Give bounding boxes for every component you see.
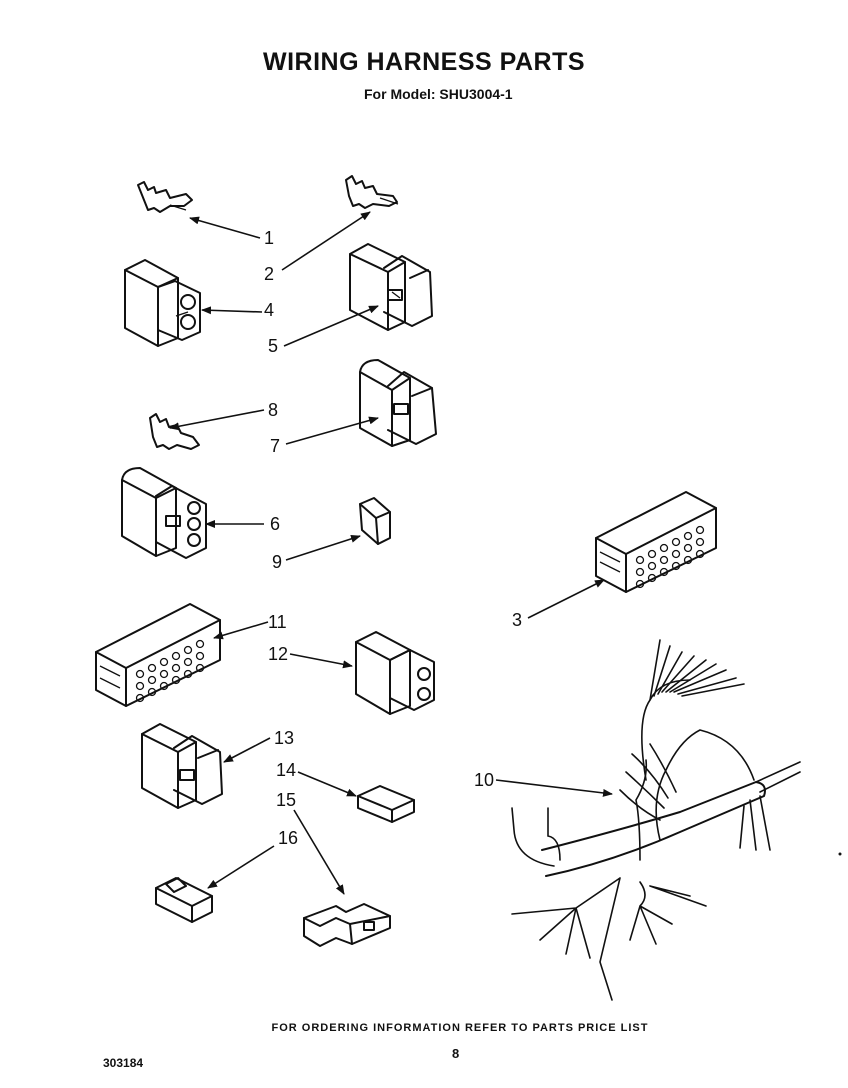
model-subtitle: For Model: SHU3004-1 bbox=[364, 86, 513, 102]
leader-12 bbox=[289, 653, 353, 669]
ordering-info-note: FOR ORDERING INFORMATION REFER TO PARTS … bbox=[271, 1022, 649, 1034]
leader-3 bbox=[527, 579, 605, 619]
leader-8 bbox=[169, 409, 265, 431]
leader-16 bbox=[207, 845, 275, 889]
callout-6: 6 bbox=[270, 514, 281, 534]
leader-10 bbox=[495, 779, 613, 797]
page-title: WIRING HARNESS PARTS bbox=[262, 48, 586, 76]
leader-5 bbox=[283, 305, 379, 347]
callout-4: 4 bbox=[264, 300, 275, 320]
leader-2 bbox=[281, 211, 371, 271]
part-16-clip bbox=[155, 877, 213, 923]
part-2-terminal bbox=[345, 175, 399, 209]
leader-11 bbox=[213, 621, 269, 640]
callout-11: 11 bbox=[268, 612, 287, 632]
callout-8: 8 bbox=[268, 400, 279, 420]
part-6-connector-housing bbox=[121, 467, 207, 559]
part-8-terminal bbox=[149, 413, 200, 450]
part-14-clip bbox=[357, 785, 415, 823]
callout-15: 15 bbox=[276, 790, 297, 810]
leader-1 bbox=[189, 216, 261, 239]
callout-7: 7 bbox=[270, 436, 281, 456]
leader-4 bbox=[201, 306, 263, 315]
callout-13: 13 bbox=[274, 728, 295, 748]
part-15-bracket bbox=[303, 903, 391, 947]
callout-1: 1 bbox=[264, 228, 275, 248]
callout-16: 16 bbox=[278, 828, 299, 848]
part-11-multipin-block bbox=[95, 603, 221, 707]
callout-5: 5 bbox=[268, 336, 279, 356]
callout-2: 2 bbox=[264, 264, 275, 284]
page-number: 8 bbox=[452, 1046, 460, 1061]
callout-10: 10 bbox=[474, 770, 495, 790]
leader-14 bbox=[297, 771, 357, 797]
callout-9: 9 bbox=[272, 552, 283, 572]
document-number: 303184 bbox=[103, 1056, 144, 1070]
leader-9 bbox=[285, 534, 361, 561]
part-10-wiring-harness bbox=[511, 639, 842, 1001]
callout-3: 3 bbox=[512, 610, 523, 630]
part-4-connector-housing bbox=[124, 259, 201, 347]
part-1-terminal bbox=[137, 181, 193, 213]
leader-7 bbox=[285, 416, 379, 445]
part-12-connector-housing bbox=[355, 631, 435, 715]
part-9-clip bbox=[359, 497, 391, 545]
callout-12: 12 bbox=[268, 644, 289, 664]
part-3-multipin-block bbox=[595, 491, 717, 593]
part-13-connector-housing bbox=[141, 723, 223, 809]
leader-13 bbox=[223, 737, 271, 763]
part-7-connector-housing bbox=[359, 359, 437, 447]
part-5-connector-housing bbox=[349, 243, 433, 331]
leader-15 bbox=[293, 809, 345, 895]
callout-14: 14 bbox=[276, 760, 297, 780]
